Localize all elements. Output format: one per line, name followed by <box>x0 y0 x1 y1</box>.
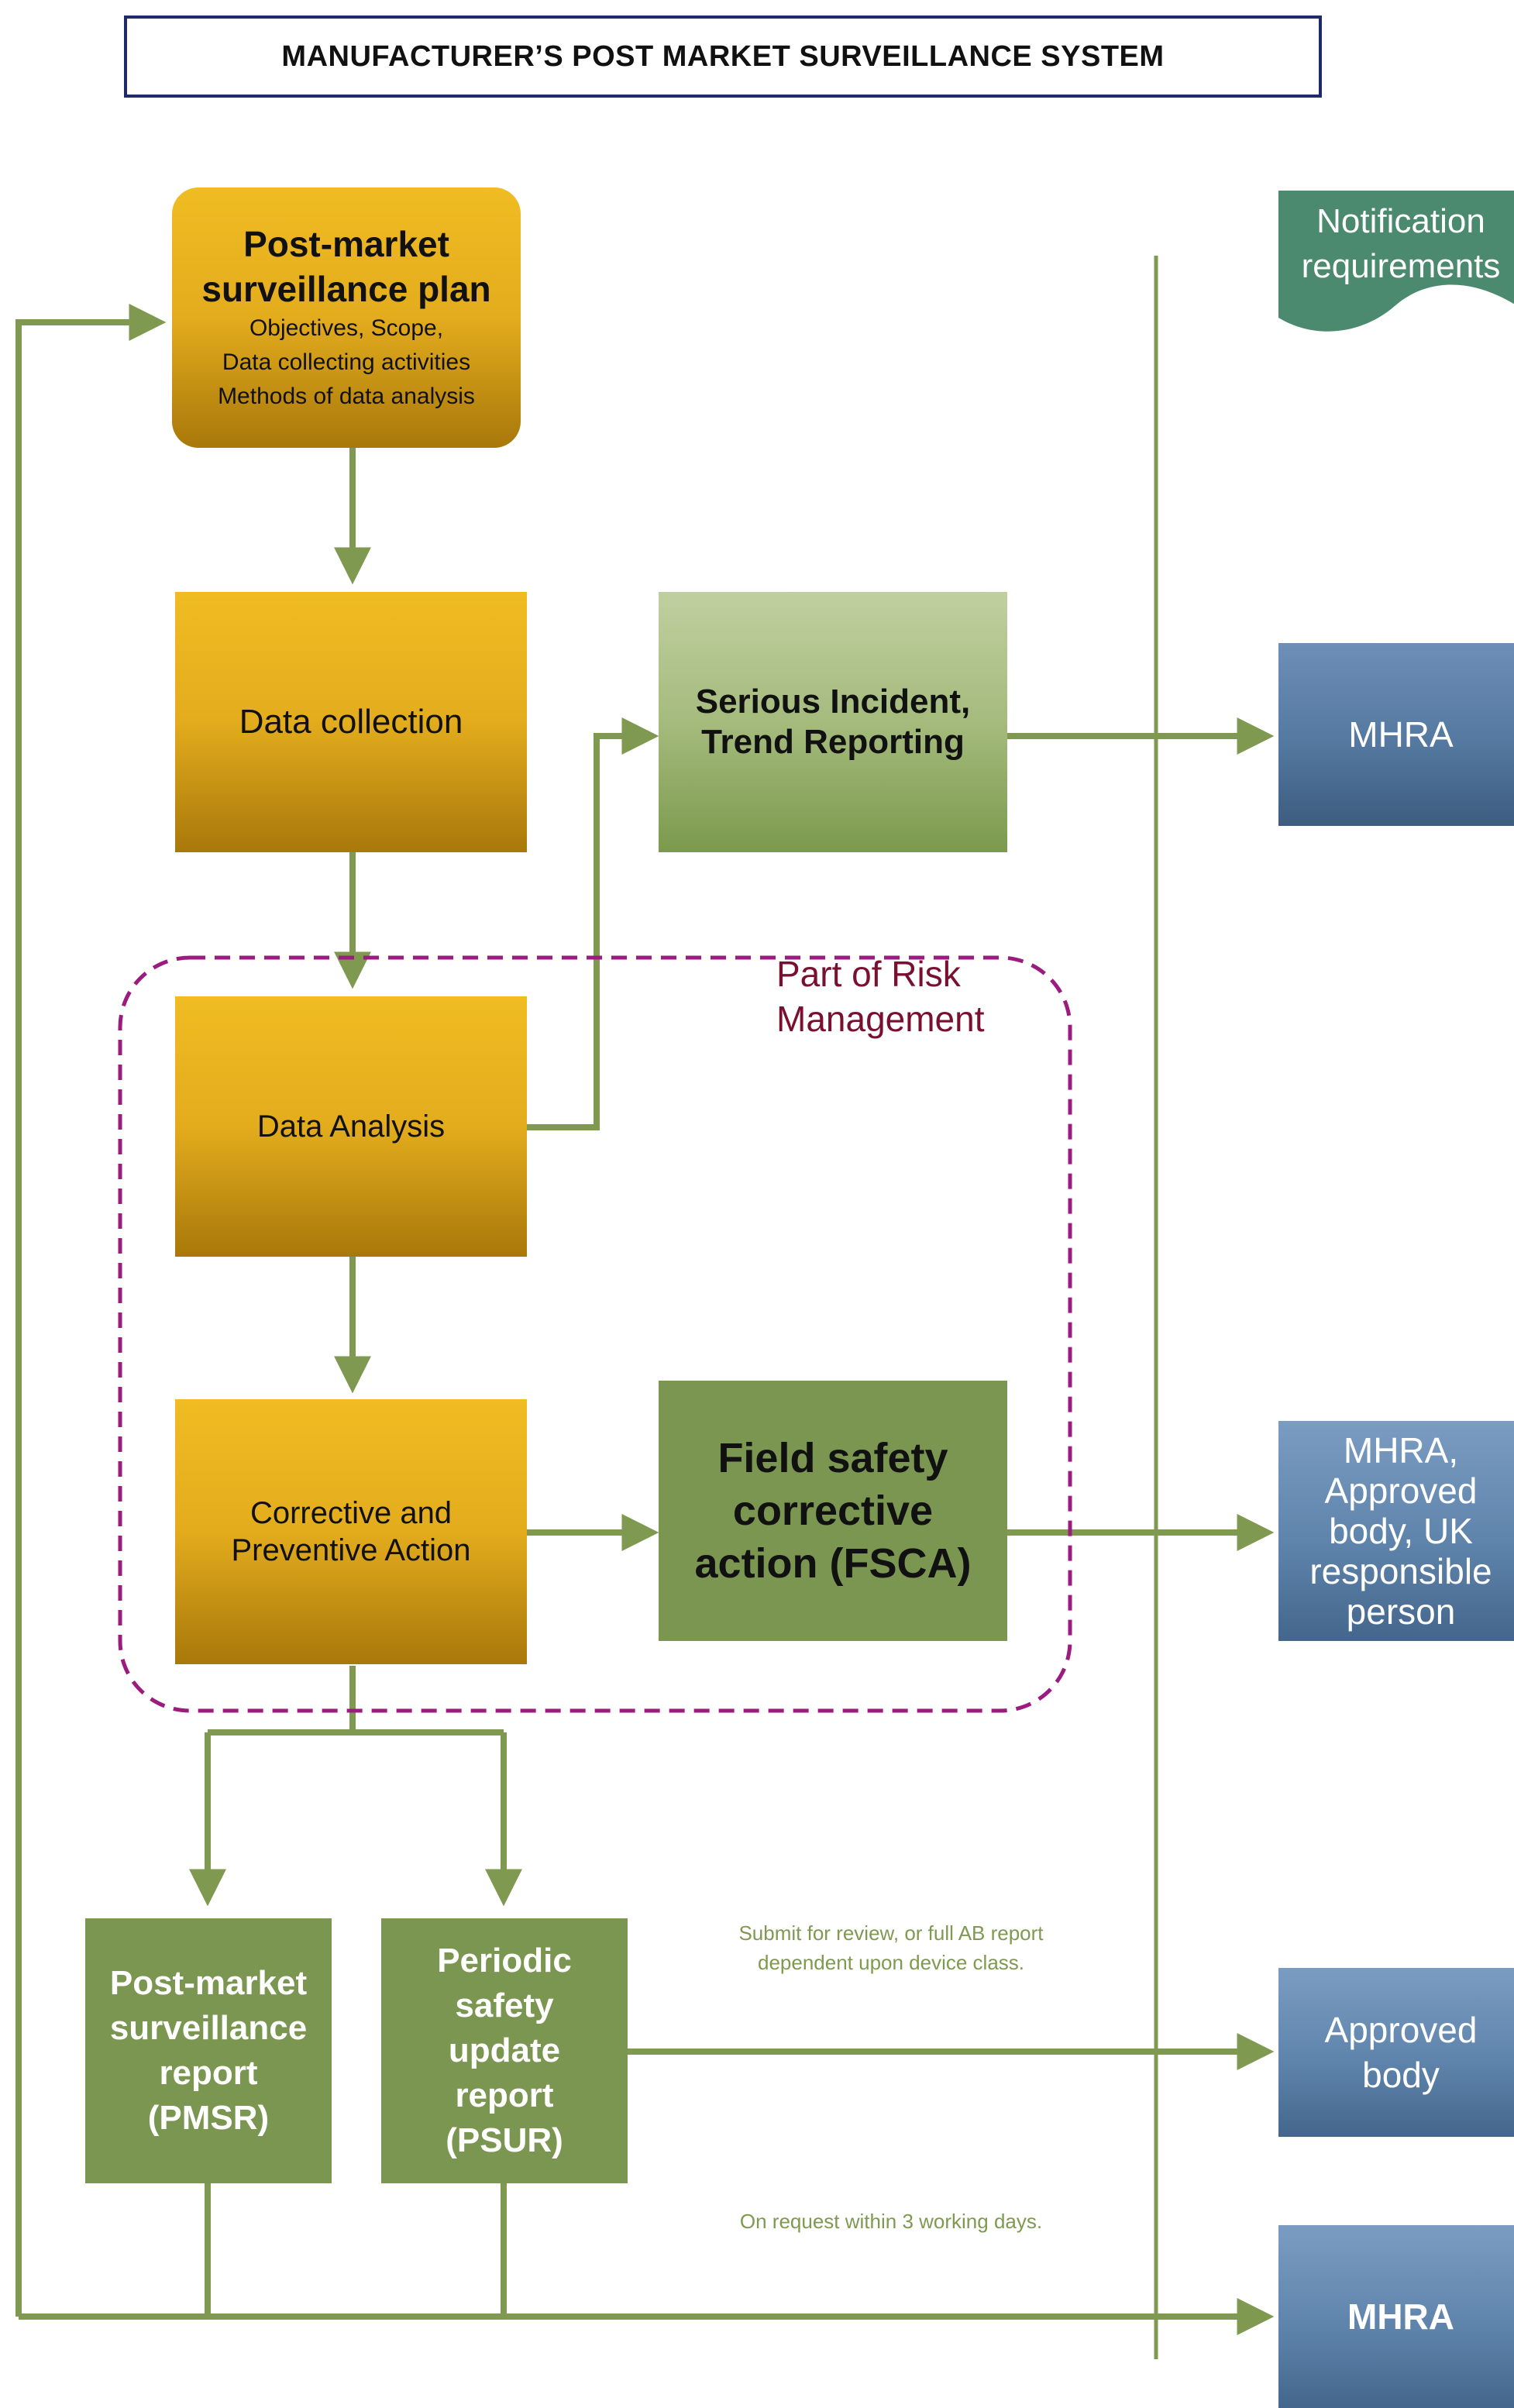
data-collection-label: Data collection <box>239 703 463 741</box>
pmsr-line1: Post-market <box>109 1964 308 2002</box>
fsca-line2: corrective <box>732 1488 934 1534</box>
risk-management-boundary <box>118 955 1072 1713</box>
mhra-group-line1: MHRA, <box>1343 1430 1459 1471</box>
capa-line2: Preventive Action <box>231 1533 471 1567</box>
capa-line1: Corrective and <box>249 1496 452 1530</box>
serious-incident-box: Serious Incident, Trend Reporting <box>659 592 1007 852</box>
pmsr-box: Post-market surveillance report (PMSR) <box>85 1918 332 2183</box>
mhra-group-line2: Approved <box>1324 1471 1478 1511</box>
data-collection-box: Data collection <box>175 592 527 852</box>
psur-line2: safety <box>455 1987 554 2024</box>
diagram-title-text: MANUFACTURER’S POST MARKET SURVEILLANCE … <box>281 40 1165 73</box>
submit-note-line2: dependent upon device class. <box>757 1951 1025 1974</box>
mhra-box-2: MHRA <box>1278 2225 1514 2408</box>
plan-detail-line2: Data collecting activities <box>222 349 471 375</box>
notification-label: Notification requirements <box>1278 194 1514 294</box>
request-note: On request within 3 working days. <box>666 2207 1116 2236</box>
mhra-approved-uk-box: MHRA, Approved body, UK responsible pers… <box>1278 1421 1514 1641</box>
fsca-line1: Field safety <box>717 1435 948 1481</box>
submit-note-line1: Submit for review, or full AB report <box>738 1921 1044 1945</box>
risk-line2: Management <box>776 999 985 1039</box>
fsca-line3: action (FSCA) <box>694 1540 972 1587</box>
psur-line1: Periodic <box>437 1942 572 1980</box>
post-market-surveillance-plan-box: Post-market surveillance plan Objectives… <box>172 187 521 448</box>
serious-line1: Serious Incident, <box>695 683 971 721</box>
mhra-group-line4: responsible <box>1309 1551 1492 1591</box>
pmsr-line3: report <box>159 2054 258 2092</box>
mhra-label-1: MHRA <box>1348 714 1454 755</box>
psur-line4: report <box>455 2076 554 2114</box>
notification-line2: requirements <box>1301 247 1501 285</box>
data-analysis-label: Data Analysis <box>256 1109 446 1144</box>
psur-box: Periodic safety update report (PSUR) <box>381 1918 628 2183</box>
notification-line1: Notification <box>1316 202 1485 240</box>
data-analysis-box: Data Analysis <box>175 996 527 1257</box>
approved-line1: Approved <box>1324 2010 1478 2050</box>
approved-line2: body <box>1362 2055 1440 2095</box>
pmsr-line4: (PMSR) <box>147 2099 270 2137</box>
approved-body-box: Approved body <box>1278 1968 1514 2137</box>
plan-title-line2: surveillance plan <box>201 269 491 309</box>
pmsr-line2: surveillance <box>109 2009 308 2047</box>
risk-line1: Part of Risk <box>776 954 961 994</box>
arrow-analysis-to-serious <box>521 717 659 1130</box>
arrow-feedback-to-plan <box>15 304 167 2317</box>
mhra-label-2: MHRA <box>1347 2296 1454 2337</box>
mhra-box-1: MHRA <box>1278 643 1514 826</box>
mhra-group-line5: person <box>1346 1591 1456 1632</box>
fsca-box: Field safety corrective action (FSCA) <box>659 1381 1007 1641</box>
request-note-text: On request within 3 working days. <box>739 2210 1043 2233</box>
diagram-title: MANUFACTURER’S POST MARKET SURVEILLANCE … <box>124 15 1322 98</box>
mhra-group-line3: body, UK <box>1329 1511 1473 1551</box>
capa-box: Corrective and Preventive Action <box>175 1399 527 1664</box>
risk-management-label: Part of Risk Management <box>776 951 1024 1041</box>
plan-detail-line1: Objectives, Scope, <box>249 315 444 341</box>
psur-line3: update <box>448 2031 561 2069</box>
serious-line2: Trend Reporting <box>701 723 965 761</box>
notification-banner-shape <box>1278 191 1514 332</box>
plan-title-line1: Post-market <box>243 224 449 264</box>
psur-line5: (PSUR) <box>446 2121 563 2159</box>
plan-detail-line3: Methods of data analysis <box>218 384 475 409</box>
submit-note: Submit for review, or full AB report dep… <box>666 1918 1116 1977</box>
